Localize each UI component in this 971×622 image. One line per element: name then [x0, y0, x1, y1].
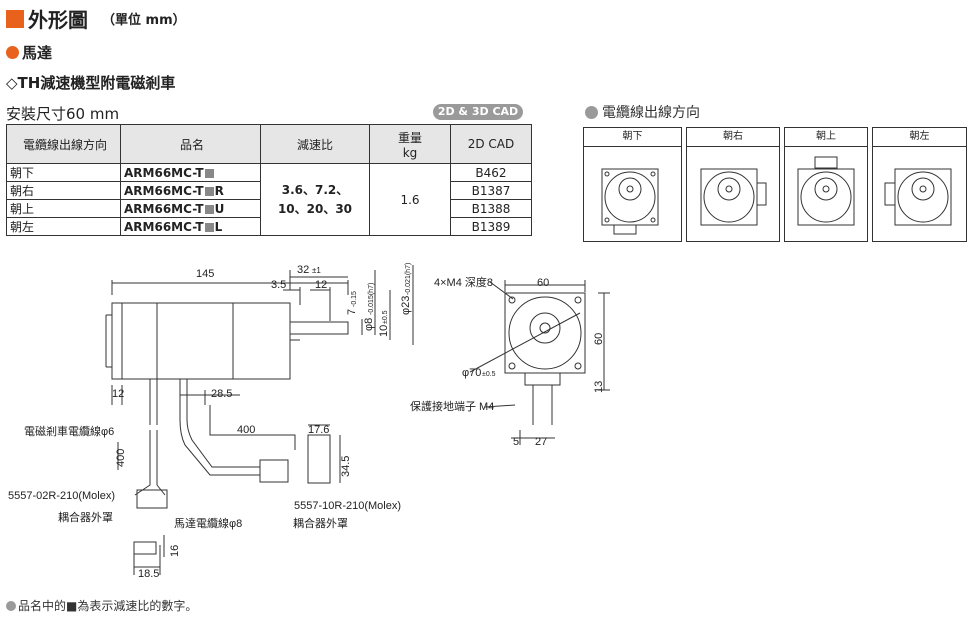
cable-direction-views: 朝下 朝右 朝上 朝左 — [583, 127, 967, 242]
label-connector-2: 5557-10R-210(Molex) — [294, 500, 401, 512]
connector-2-face — [307, 434, 331, 484]
col-header: 2D CAD — [450, 124, 532, 164]
dim-400-b: 400 — [115, 449, 127, 467]
motor-heading: 馬達 — [6, 42, 52, 63]
dim-60-h: 60 — [593, 333, 605, 345]
label-cover-2: 耦合器外罩 — [293, 516, 348, 530]
cable-direction-heading: 電纜線出線方向 — [585, 102, 700, 122]
label-ground-terminal: 保護接地端子 M4 — [410, 399, 494, 413]
label-mount-holes: 4×M4 深度8 — [434, 275, 493, 289]
connector-1-outline — [136, 489, 168, 509]
dim-16: 16 — [169, 545, 181, 557]
dim-3-5: 3.5 — [271, 279, 286, 291]
dim-28-5: 28.5 — [211, 388, 232, 400]
col-header: 品名 — [120, 124, 261, 164]
dim-27: 27 — [535, 436, 547, 448]
col-header: 重量 kg — [369, 124, 451, 164]
col-header: 電纜線出線方向 — [6, 124, 121, 164]
view-left: 朝左 — [872, 127, 967, 242]
dim-phi70: φ70 — [462, 367, 481, 379]
dir-cell: 朝右 — [6, 181, 121, 200]
page-title: 外形圖 （單位 mm） — [6, 4, 186, 33]
shaft-outline — [289, 321, 349, 335]
gear-type-heading: ◇TH減速機型附電磁剎車 — [6, 74, 176, 92]
front-flange-outline — [504, 292, 586, 374]
dim-32: 32 — [297, 264, 309, 276]
motor-body-outline — [111, 302, 291, 380]
view-up: 朝上 — [784, 127, 868, 242]
label-cover-1: 耦合器外罩 — [58, 510, 113, 524]
label-motor-cable: 馬達電纜線φ8 — [174, 516, 242, 530]
dim-17-6: 17.6 — [308, 424, 329, 436]
name-cell: ARM66MC-T — [120, 163, 261, 182]
motor-front-icon — [601, 168, 659, 235]
cad-link[interactable]: B462 — [450, 163, 532, 182]
ratio-placeholder-icon — [204, 222, 214, 232]
cad-link[interactable]: B1389 — [450, 217, 532, 236]
dir-cell: 朝下 — [6, 163, 121, 182]
motor-front-icon — [884, 168, 952, 226]
dim-12: 12 — [315, 279, 327, 291]
dim-10: 10 — [378, 325, 390, 337]
bullet-icon — [6, 600, 16, 611]
cad-link[interactable]: B1388 — [450, 199, 532, 218]
ratio-cell: 3.6、7.2、 10、20、30 — [260, 163, 370, 236]
cad-badge[interactable]: 2D & 3D CAD — [433, 104, 523, 120]
pilot-circle — [508, 296, 582, 370]
dim-7-tol: -0.15 — [351, 291, 358, 307]
unit-label: （單位 mm） — [102, 13, 186, 28]
connector-1-face — [133, 541, 157, 555]
dim-phi23: φ23 — [400, 296, 412, 315]
connector-2-outline — [259, 459, 289, 483]
dimension-drawing: 145 32 ±1 3.5 12 7 -0.15 φ8 -0.015(h7) 1… — [8, 263, 610, 580]
footnote: 品名中的■為表示減速比的數字。 — [6, 597, 197, 614]
dir-cell: 朝上 — [6, 199, 121, 218]
dim-7: 7 — [346, 309, 358, 315]
dim-phi8-tol: -0.015(h7) — [368, 283, 375, 315]
mount-size-heading: 安裝尺寸60 mm — [6, 105, 120, 123]
dim-60-w: 60 — [537, 277, 549, 289]
dim-10-tol: ±0.5 — [382, 310, 389, 324]
spec-table: 電纜線出線方向 品名 減速比 重量 kg 2D CAD 朝下 ARM66MC-T… — [6, 124, 532, 236]
dim-145: 145 — [196, 268, 214, 280]
table-row: 朝下 ARM66MC-T 3.6、7.2、 10、20、30 1.6 B462 — [6, 163, 532, 236]
view-down: 朝下 — [583, 127, 682, 242]
motor-front-icon — [700, 168, 767, 226]
ratio-placeholder-icon — [204, 186, 214, 196]
col-header: 減速比 — [260, 124, 370, 164]
bullet-icon — [585, 105, 598, 119]
label-brake-cable: 電磁剎車電纜線φ6 — [24, 424, 114, 438]
dim-12b: 12 — [112, 388, 124, 400]
dim-5: 5 — [513, 436, 519, 448]
dir-cell: 朝左 — [6, 217, 121, 236]
ratio-placeholder-icon — [204, 168, 214, 178]
dim-phi8: φ8 — [363, 318, 375, 331]
cad-link[interactable]: B1387 — [450, 181, 532, 200]
title-marker — [6, 9, 24, 28]
table-header-row: 電纜線出線方向 品名 減速比 重量 kg 2D CAD — [6, 124, 532, 164]
dim-phi23-tol: -0.021(h7) — [405, 263, 412, 295]
weight-cell: 1.6 — [369, 163, 451, 236]
view-right: 朝右 — [686, 127, 780, 242]
dim-34-5: 34.5 — [340, 456, 352, 477]
motor-front-icon — [797, 156, 855, 226]
dim-400-a: 400 — [237, 424, 255, 436]
dim-32-tol: ±1 — [312, 266, 321, 275]
ratio-placeholder-icon — [204, 204, 214, 214]
dim-phi70-tol: ±0.5 — [482, 371, 496, 378]
label-connector-1: 5557-02R-210(Molex) — [8, 490, 115, 502]
dim-18-5: 18.5 — [138, 568, 159, 580]
dim-13: 13 — [593, 381, 605, 393]
bullet-icon — [6, 46, 19, 59]
